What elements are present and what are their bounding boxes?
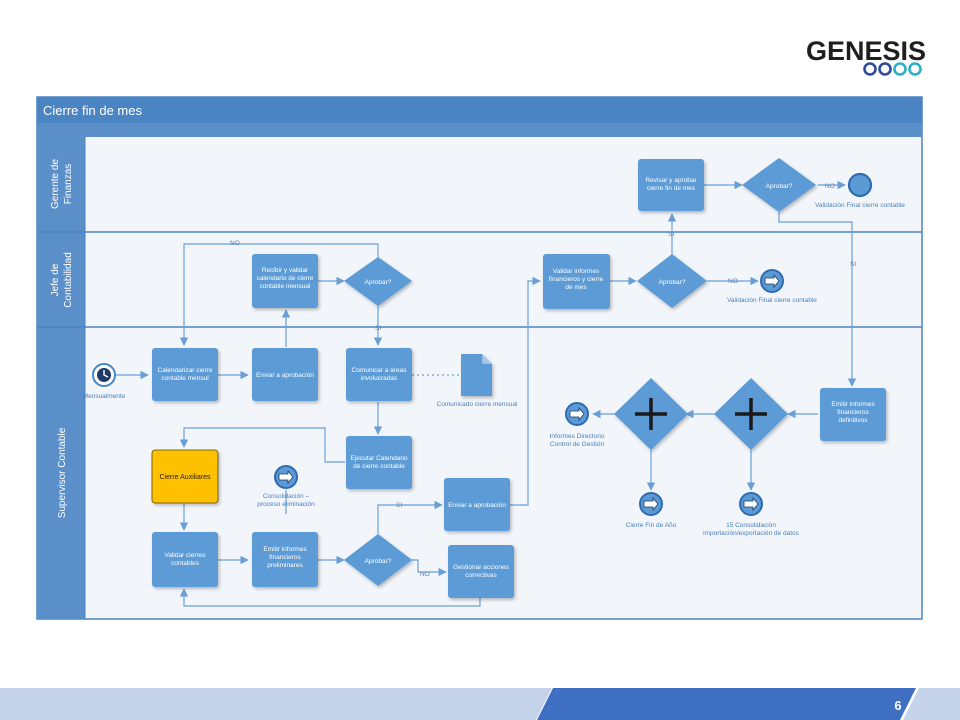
pool-subheader: [37, 123, 922, 137]
end-event-cierre-anio-label: Cierre Fin de Año: [626, 522, 677, 529]
flow-label-si: SI: [375, 325, 381, 332]
lane-label-jefe-1: Jefe de: [50, 263, 61, 296]
page-number: 6: [894, 698, 901, 713]
brand-name: GENESIS: [806, 36, 926, 66]
lane-label-supervisor: Supervisor Contable: [57, 427, 68, 518]
task-enviar-aprobacion-1[interactable]: Enviar a aprobación: [252, 348, 318, 401]
flow-label-no: NO: [825, 183, 835, 190]
sequence-flows: [116, 180, 857, 607]
lane-label-jefe-2: Contabilidad: [63, 252, 74, 308]
gateway-aprobar-gerente[interactable]: Aprobar?: [742, 158, 816, 212]
task-cierre-auxiliares[interactable]: Cierre Auxiliares: [151, 449, 219, 504]
task-enviar-aprobacion-2[interactable]: Enviar a aprobación: [444, 478, 510, 531]
gateway-aprobar-jefe-validar[interactable]: Aprobar?: [637, 254, 707, 308]
end-event-cierre-anio[interactable]: [639, 492, 663, 516]
gateways: Aprobar? Aprobar? Aprobar? Aprobar?: [344, 158, 816, 586]
svg-text:Aprobar?: Aprobar?: [766, 183, 793, 190]
svg-text:Enviar a aprobación: Enviar a aprobación: [256, 372, 314, 379]
lane-header-column: [37, 137, 85, 619]
svg-text:Aprobar?: Aprobar?: [365, 279, 392, 286]
arrow-right-icon: [278, 469, 294, 485]
footer-band-light-right: [903, 688, 960, 720]
plus-icon: [635, 398, 667, 430]
end-event-informes[interactable]: [565, 402, 589, 426]
svg-text:Aprobar?: Aprobar?: [659, 279, 686, 286]
pool-title: Cierre fin de mes: [43, 103, 142, 118]
start-event-label: Mensualmente: [83, 393, 126, 400]
arrow-right-icon: [743, 496, 759, 512]
svg-text:Enviar a aprobación: Enviar a aprobación: [448, 502, 506, 509]
end-event-gerente[interactable]: [847, 172, 873, 198]
gateway-aprobar-jefe-recibir[interactable]: Aprobar?: [344, 257, 412, 306]
svg-text:Cierre Auxiliares: Cierre Auxiliares: [160, 474, 211, 481]
arrow-right-icon: [569, 406, 585, 422]
event-consolidacion[interactable]: [274, 465, 298, 489]
start-event-timer[interactable]: [92, 363, 116, 387]
end-event-jefe[interactable]: [760, 269, 784, 293]
parallel-gateway-right[interactable]: [714, 378, 788, 450]
arrow-right-icon: [643, 496, 659, 512]
flow-label-si: SI: [396, 502, 402, 509]
document-icon: [461, 354, 492, 396]
brand-rings-icon: [863, 62, 922, 76]
svg-text:Aprobar?: Aprobar?: [365, 558, 392, 565]
footer-band-light: [0, 688, 552, 720]
parallel-gateway-left[interactable]: [614, 378, 688, 450]
events: Mensualmente Validación Final cierre con…: [83, 172, 905, 537]
document-artifact-label: Comunicado cierre mensual: [437, 401, 518, 408]
arrow-right-icon: [764, 273, 780, 289]
lane-label-gerente-2: Finanzas: [63, 164, 74, 205]
flow-label-si: SI: [850, 261, 856, 268]
end-event-gerente-label: Validación Final cierre contable: [815, 202, 905, 209]
document-artifact[interactable]: Comunicado cierre mensual: [437, 354, 518, 408]
flow-label-no: NO: [230, 240, 240, 247]
flow-label-si: SI: [668, 231, 674, 238]
end-event-consolidacion15[interactable]: [739, 492, 763, 516]
footer: 6: [0, 688, 960, 720]
pool-header: [37, 97, 922, 123]
flow-labels: NO SI SI NO NO SI SI NO: [230, 183, 856, 578]
event-consolidacion-label: Consolidación –proceso eliminación: [257, 493, 315, 508]
plus-icon: [735, 398, 767, 430]
footer-band-dark: [537, 688, 916, 720]
flow-label-no: NO: [420, 571, 430, 578]
lane-label-gerente-1: Gerente de: [50, 159, 61, 209]
gateway-aprobar-supervisor[interactable]: Aprobar?: [344, 534, 412, 586]
genesis-logo: GENESIS: [806, 36, 926, 76]
flow-label-no: NO: [728, 278, 738, 285]
end-event-jefe-label: Validación Final cierre contable: [727, 297, 817, 304]
